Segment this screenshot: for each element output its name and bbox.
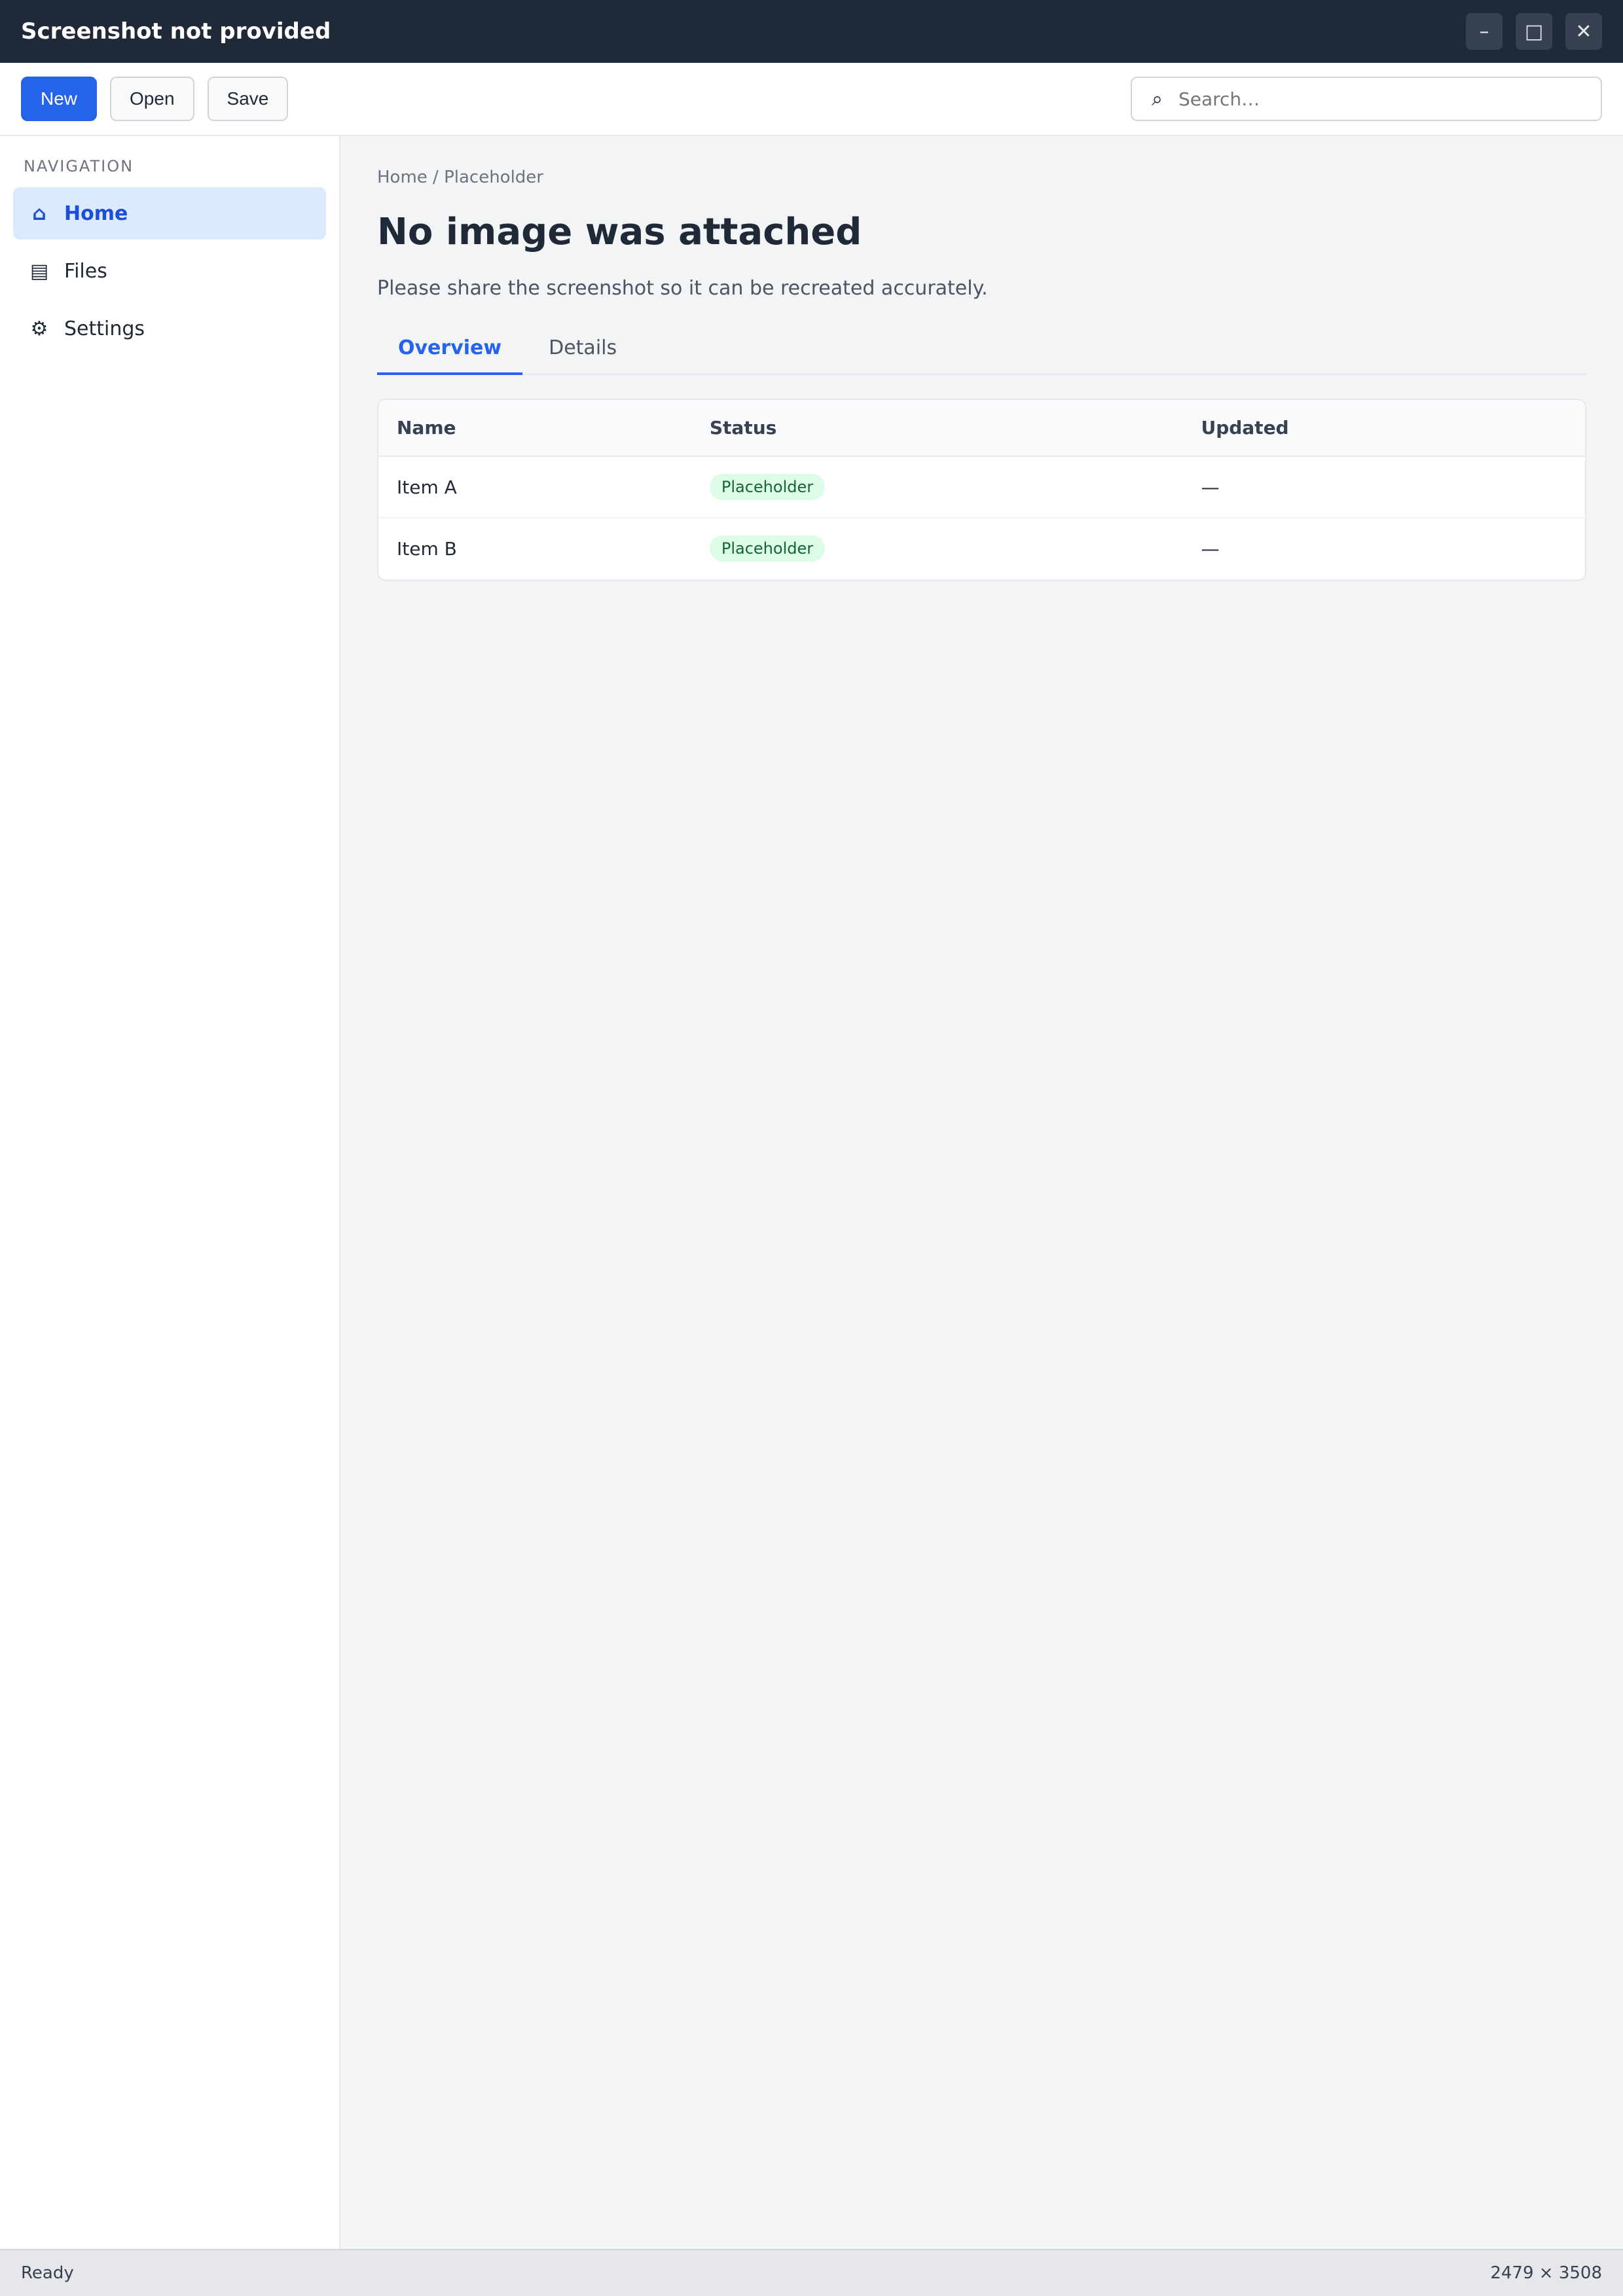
- table-header-row: Name Status Updated: [378, 400, 1585, 457]
- open-button[interactable]: Open: [110, 77, 194, 121]
- home-icon: ⌂: [32, 202, 46, 225]
- table-cell-updated: —: [1182, 456, 1585, 518]
- table-cell-name: Item B: [378, 518, 691, 580]
- new-button[interactable]: New: [21, 77, 98, 121]
- main-content: Home / Placeholder No image was attached…: [340, 136, 1623, 2249]
- sidebar: Navigation ⌂ Home ▤ Files ⚙ Settings: [0, 136, 340, 2249]
- sidebar-heading: Navigation: [24, 157, 134, 175]
- table-cell-name: Item A: [378, 456, 691, 518]
- sidebar-item-files[interactable]: ▤ Files: [13, 245, 326, 297]
- table-cell-updated: —: [1182, 518, 1585, 580]
- files-icon: ▤: [29, 259, 49, 283]
- sidebar-item-home[interactable]: ⌂ Home: [13, 187, 326, 240]
- search-input[interactable]: [1178, 88, 1588, 110]
- sidebar-item-settings[interactable]: ⚙ Settings: [13, 302, 326, 355]
- data-table-card: Name Status Updated Item A Placeholder —…: [377, 399, 1586, 581]
- toolbar: New Open Save ⌕: [0, 63, 1623, 136]
- search-box[interactable]: ⌕: [1131, 77, 1602, 121]
- page-title: No image was attached: [377, 211, 862, 253]
- save-button[interactable]: Save: [207, 77, 289, 121]
- body-area: Navigation ⌂ Home ▤ Files ⚙ Settings Hom…: [0, 136, 1623, 2249]
- status-bar: Ready 2479 × 3508: [0, 2249, 1623, 2296]
- status-badge: Placeholder: [709, 474, 826, 500]
- column-header-updated[interactable]: Updated: [1182, 400, 1585, 457]
- title-bar: Screenshot not provided – □ ✕: [0, 0, 1623, 63]
- close-button[interactable]: ✕: [1565, 13, 1602, 50]
- status-size-readout: 2479 × 3508: [1490, 2263, 1602, 2283]
- page-subtitle: Please share the screenshot so it can be…: [377, 277, 988, 300]
- status-badge: Placeholder: [709, 535, 826, 562]
- tab-details[interactable]: Details: [549, 336, 617, 359]
- maximize-button[interactable]: □: [1516, 13, 1552, 50]
- tab-bar: Overview Details: [377, 323, 1586, 375]
- column-header-name[interactable]: Name: [378, 400, 691, 457]
- gear-icon: ⚙: [30, 317, 48, 340]
- search-icon: ⌕: [1152, 87, 1163, 111]
- window-controls: – □ ✕: [1466, 13, 1602, 50]
- window-title: Screenshot not provided: [21, 18, 331, 45]
- sidebar-item-label: Files: [64, 259, 107, 283]
- data-table: Name Status Updated Item A Placeholder —…: [378, 400, 1585, 580]
- column-header-status[interactable]: Status: [691, 400, 1183, 457]
- table-cell-status: Placeholder: [691, 456, 1183, 518]
- table-row[interactable]: Item B Placeholder —: [378, 518, 1585, 580]
- sidebar-item-label: Home: [64, 202, 128, 225]
- table-cell-status: Placeholder: [691, 518, 1183, 580]
- status-text: Ready: [21, 2263, 74, 2283]
- tab-overview[interactable]: Overview: [377, 323, 523, 375]
- breadcrumb[interactable]: Home / Placeholder: [377, 168, 543, 187]
- sidebar-item-label: Settings: [64, 317, 145, 340]
- minimize-button[interactable]: –: [1466, 13, 1503, 50]
- table-row[interactable]: Item A Placeholder —: [378, 456, 1585, 518]
